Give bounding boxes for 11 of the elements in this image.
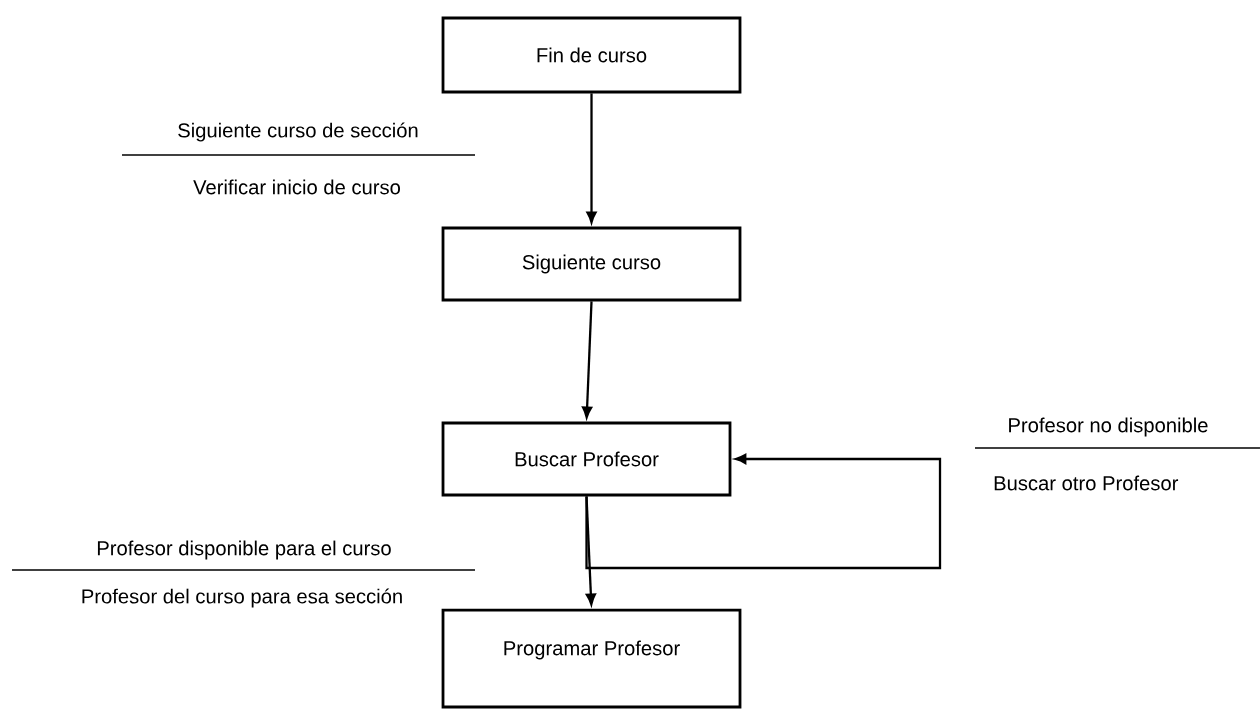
transition-label: Profesor no disponible: [1009, 417, 1208, 437]
transition-label: Siguiente curso de sección: [178, 122, 418, 142]
transition-label: Profesor del curso para esa sección: [82, 588, 402, 608]
transition-label: Verificar inicio de curso: [193, 179, 400, 195]
process-box: Siguiente curso: [441, 226, 742, 302]
arrow: [585, 453, 942, 570]
process-box: Buscar Profesor: [441, 421, 732, 497]
transition-label: Buscar otro Profesor: [994, 475, 1179, 491]
process-box: Programar Profesor: [441, 608, 742, 709]
process-box: Fin de curso: [441, 16, 742, 94]
transition-label: Profesor disponible para el curso: [97, 540, 391, 560]
